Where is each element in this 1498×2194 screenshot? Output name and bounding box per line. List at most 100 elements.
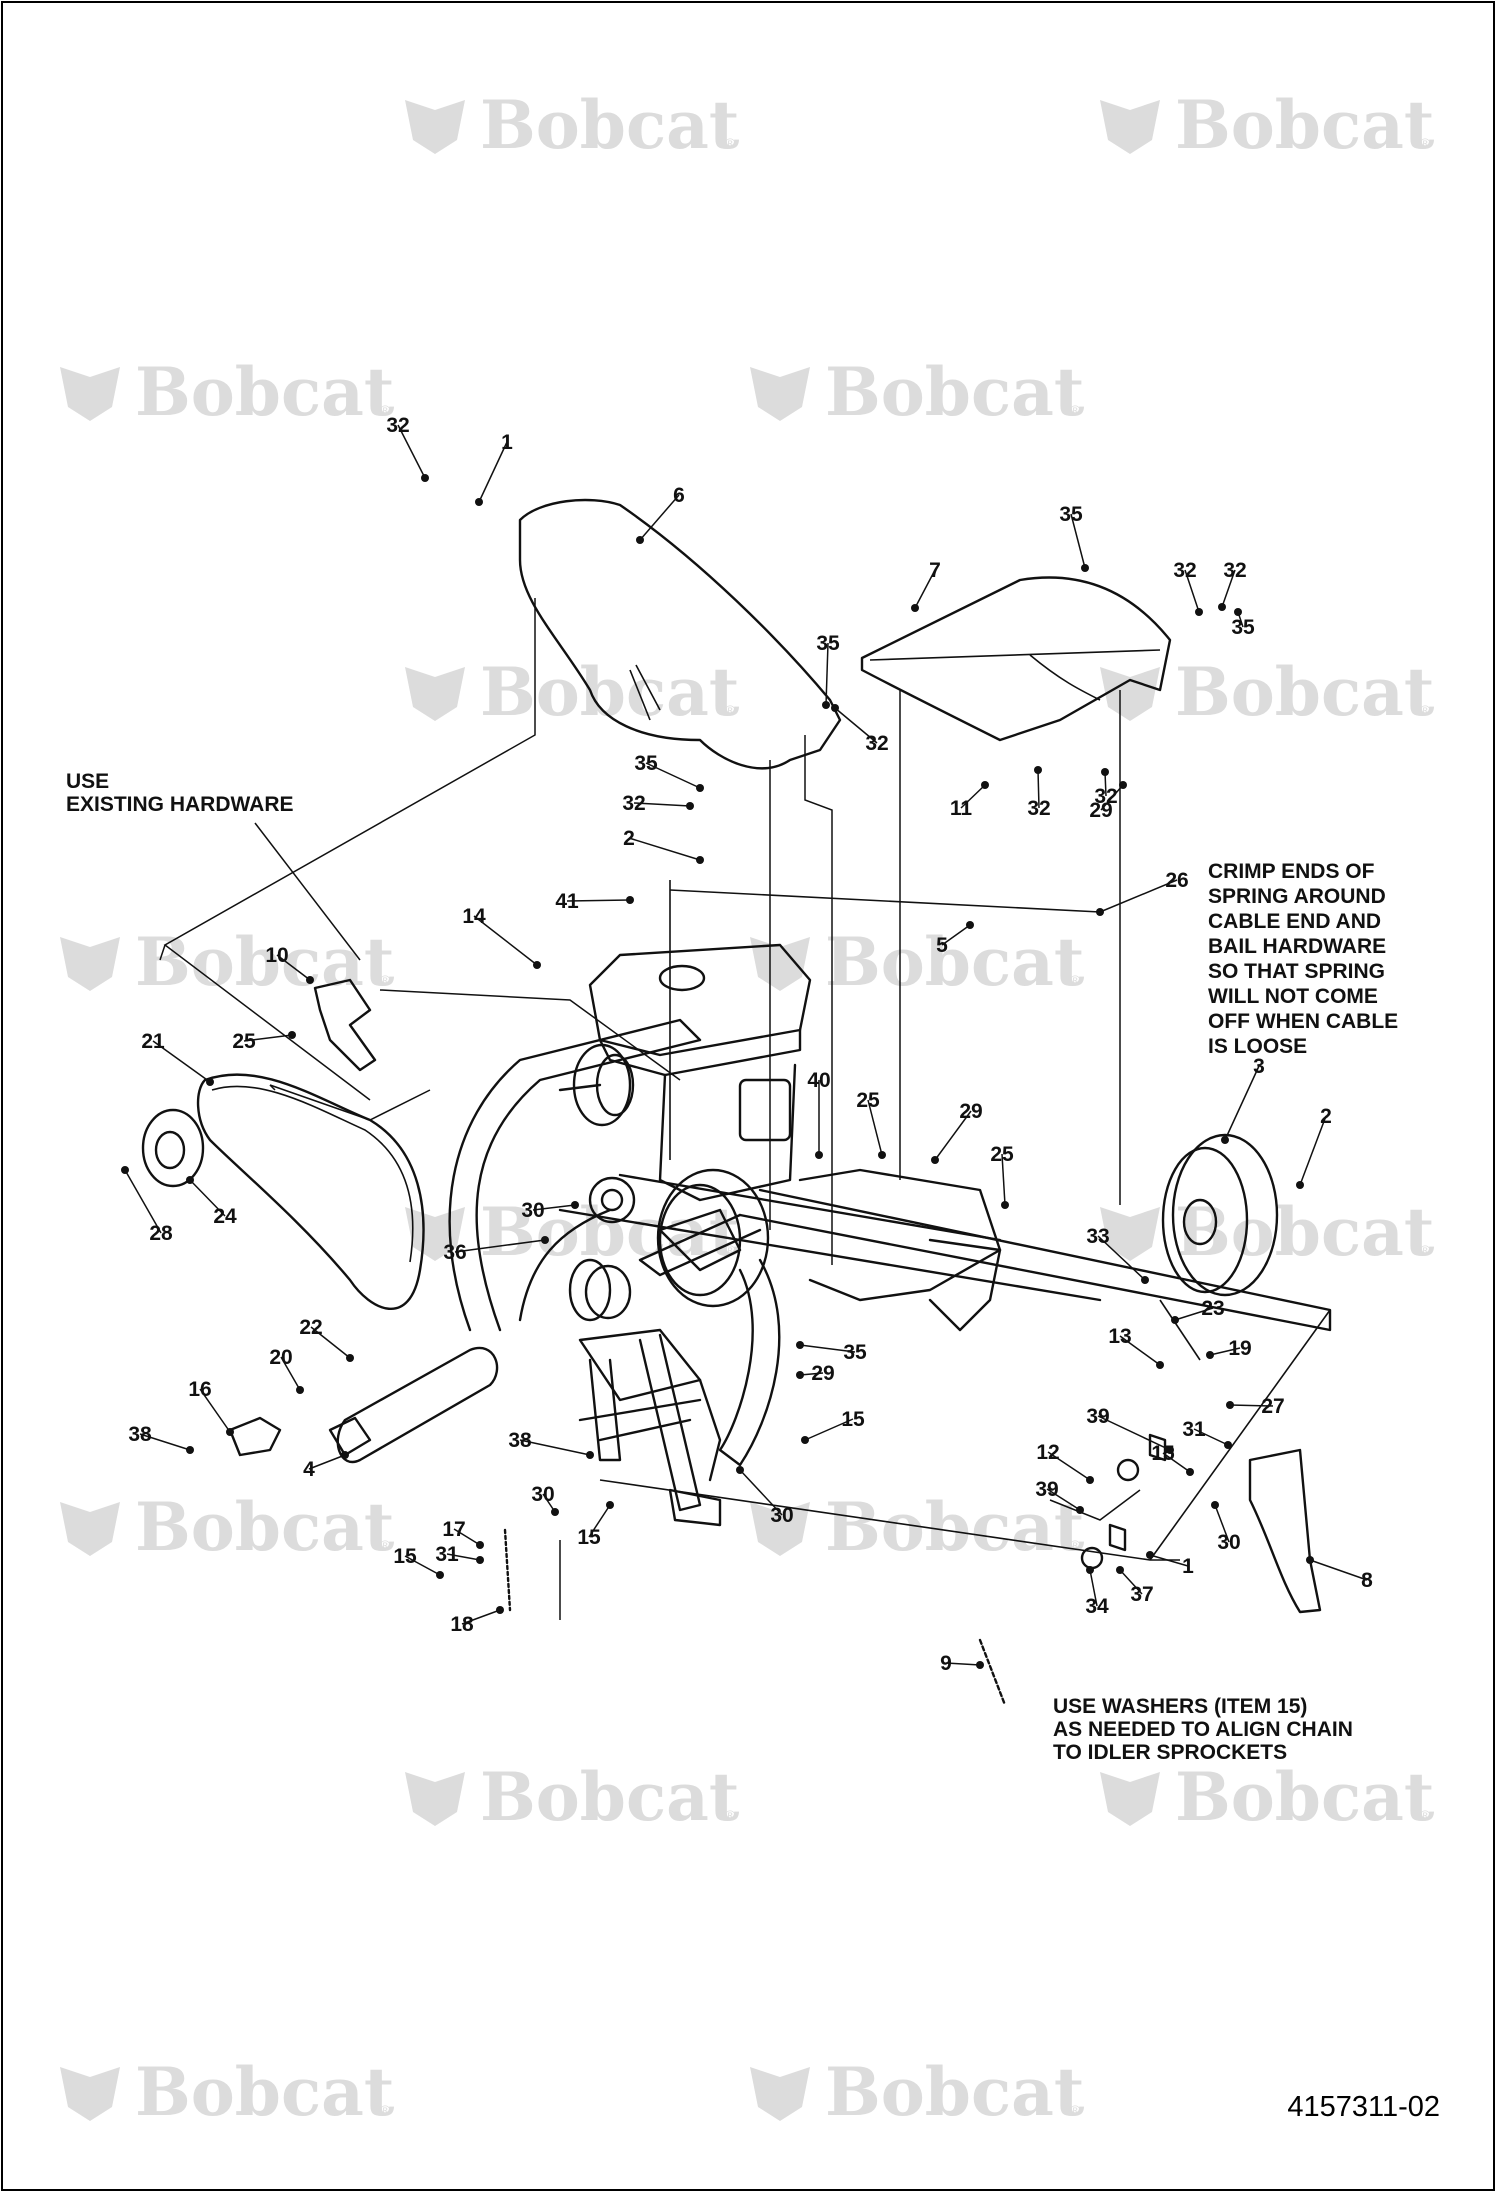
watermark-text: Bobcat [135, 2053, 395, 2131]
callout-target-dot [586, 1451, 594, 1459]
callout-target-dot [1001, 1201, 1009, 1209]
watermark-registered-mark: ® [725, 1807, 736, 1823]
watermark-registered-mark: ® [1420, 702, 1431, 718]
callout: 2 [623, 827, 704, 864]
wheel [1161, 1133, 1279, 1297]
callout: 16 [188, 1378, 234, 1436]
callout-label: 29 [959, 1100, 982, 1123]
callout-label: 31 [1182, 1418, 1206, 1441]
callout-leader-line [867, 1099, 883, 1156]
callout-leader-line [1070, 513, 1086, 569]
watermark-tile: Bobcat® [60, 353, 395, 431]
note-crimp-line-5: SO THAT SPRING [1208, 960, 1385, 983]
callout-target-dot [1218, 603, 1226, 611]
callout: 39 [1035, 1478, 1084, 1514]
callout-target-dot [551, 1508, 559, 1516]
callout-label: 25 [232, 1030, 256, 1053]
watermark-text: Bobcat [1175, 1193, 1435, 1271]
callout: 14 [462, 905, 541, 969]
watermark-registered-mark: ® [380, 2102, 391, 2118]
callout: 3 [1221, 1055, 1265, 1144]
callout-label: 18 [450, 1613, 474, 1636]
watermark-tile: Bobcat® [750, 353, 1085, 431]
callout-leader-line [945, 1662, 981, 1666]
callout-leader-line [397, 424, 426, 479]
watermark-tile: Bobcat® [60, 1488, 395, 1566]
callout-target-dot [626, 896, 634, 904]
callout: 36 [443, 1236, 549, 1264]
note-washers: USE WASHERS (ITEM 15) AS NEEDED TO ALIGN… [1053, 1695, 1353, 1764]
watermark-tile: Bobcat® [750, 1488, 1085, 1566]
callout-target-dot [1186, 1468, 1194, 1476]
callout: 6 [636, 484, 685, 544]
engine [558, 943, 812, 1320]
callout: 7 [911, 559, 941, 612]
callout-leader-line [960, 784, 986, 809]
callout-label: 11 [950, 797, 973, 820]
callout-label: 39 [1035, 1478, 1058, 1501]
bracket [313, 978, 377, 1072]
callout: 22 [299, 1316, 354, 1362]
callout: 32 [1218, 559, 1247, 611]
callout-target-dot [1141, 1276, 1149, 1284]
watermark-layer: Bobcat®Bobcat®Bobcat®Bobcat®Bobcat®Bobca… [60, 86, 1435, 2131]
watermark-registered-mark: ® [1420, 1242, 1431, 1258]
bobcat-logo-icon [750, 2067, 810, 2121]
callout: 19 [1206, 1337, 1252, 1360]
callout-target-dot [696, 856, 704, 864]
watermark-tile: Bobcat® [1100, 1758, 1435, 1836]
callout: 31 [1182, 1418, 1232, 1449]
callout: 30 [531, 1483, 559, 1516]
callout-leader-line [1162, 1452, 1191, 1473]
callout: 35 [634, 752, 704, 792]
clamp [228, 1416, 282, 1457]
callout-leader-line [1104, 771, 1107, 797]
note-crimp-line-1: CRIMP ENDS OF [1208, 860, 1375, 883]
callout-target-dot [541, 1236, 549, 1244]
watermark-tile: Bobcat® [405, 1758, 740, 1836]
callout-target-dot [306, 976, 314, 984]
callout: 25 [856, 1089, 886, 1159]
watermark-tile: Bobcat® [1100, 86, 1435, 164]
callout-target-dot [878, 1151, 886, 1159]
bobcat-logo-icon [750, 1502, 810, 1556]
callout-leader-line [276, 954, 311, 981]
callout-label: 38 [508, 1429, 532, 1452]
callout: 1 [475, 431, 513, 506]
callout: 32 [1173, 559, 1203, 616]
callout-target-dot [533, 961, 541, 969]
callout-label: 26 [1165, 869, 1188, 892]
callout-target-dot [1034, 766, 1042, 774]
callout-leader-line [280, 1356, 301, 1391]
callout-leader-line [639, 494, 680, 541]
callout-leader-line [825, 642, 829, 706]
callout-label: 32 [865, 732, 888, 755]
callout-leader-line [739, 1469, 783, 1516]
callout-target-dot [801, 1436, 809, 1444]
callout-label: 40 [807, 1069, 830, 1092]
bobcat-logo-icon [1100, 100, 1160, 154]
callout: 4 [303, 1451, 349, 1481]
pulley [141, 1108, 205, 1188]
note-existing-hardware-line-1: USE [66, 770, 109, 793]
callout-label: 16 [188, 1378, 211, 1401]
callout-target-dot [296, 1386, 304, 1394]
callout-target-dot [346, 1354, 354, 1362]
bobcat-logo-icon [750, 367, 810, 421]
callout-target-dot [636, 536, 644, 544]
callout-leader-line [1119, 1335, 1161, 1366]
callout-leader-line [799, 1344, 856, 1353]
callout: 38 [128, 1423, 194, 1454]
callout-target-dot [1224, 1441, 1232, 1449]
callout: 38 [508, 1429, 594, 1459]
callout-label: 19 [1228, 1337, 1251, 1360]
callout: 30 [736, 1466, 794, 1527]
callout-label: 9 [940, 1652, 952, 1675]
callout-target-dot [421, 474, 429, 482]
callout-target-dot [288, 1031, 296, 1039]
note-crimp: CRIMP ENDS OF SPRING AROUND CABLE END AN… [1208, 860, 1398, 1058]
callout-leader-line [1221, 569, 1236, 608]
watermark-text: Bobcat [1175, 653, 1435, 731]
callout: 28 [121, 1166, 173, 1245]
